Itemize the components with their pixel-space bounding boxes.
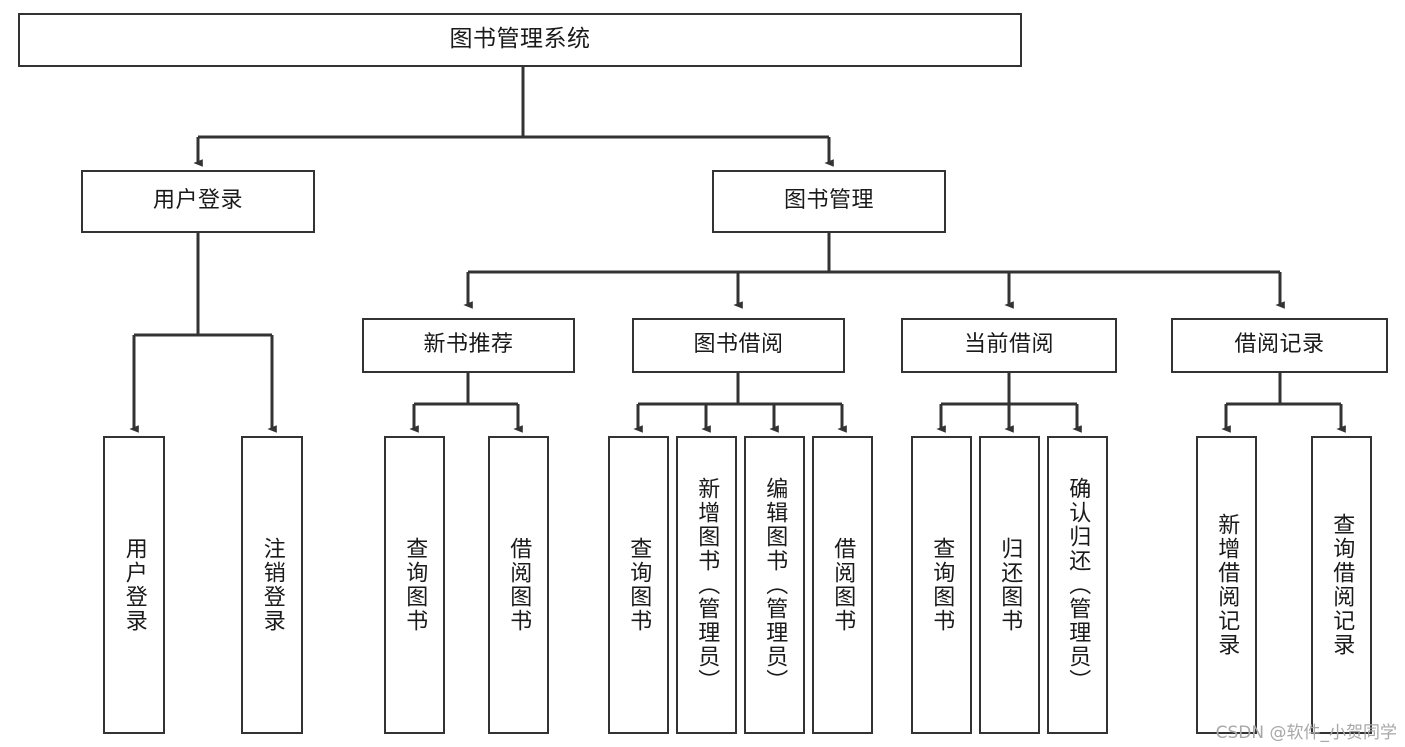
node-label: 新增借阅记录 — [1214, 513, 1240, 657]
node-new-book-recommend[interactable]: 新书推荐 — [362, 318, 575, 373]
leaf-query-book-recommend[interactable]: 查询图书 — [384, 436, 445, 734]
node-label: 编辑图书（管理员） — [762, 477, 788, 693]
node-label: 借阅图书 — [506, 537, 532, 633]
leaf-user-login[interactable]: 用户登录 — [103, 436, 165, 734]
node-root-system[interactable]: 图书管理系统 — [18, 13, 1022, 67]
node-label: 图书管理系统 — [449, 26, 591, 53]
leaf-add-book-admin[interactable]: 新增图书（管理员） — [676, 436, 737, 734]
node-user-login[interactable]: 用户登录 — [81, 170, 315, 233]
node-label: 新增图书（管理员） — [694, 477, 720, 693]
node-label: 借阅记录 — [1234, 332, 1325, 358]
node-label: 当前借阅 — [963, 332, 1054, 358]
leaf-query-book-borrow[interactable]: 查询图书 — [608, 436, 669, 734]
node-book-borrow[interactable]: 图书借阅 — [632, 318, 845, 373]
leaf-confirm-return-admin[interactable]: 确认归还（管理员） — [1047, 436, 1108, 734]
node-label: 查询图书 — [626, 537, 652, 633]
node-label: 确认归还（管理员） — [1065, 477, 1091, 693]
watermark-text: CSDN @软件_小贺同学 — [1215, 723, 1397, 743]
leaf-edit-book-admin[interactable]: 编辑图书（管理员） — [744, 436, 805, 734]
node-book-manage[interactable]: 图书管理 — [712, 170, 946, 233]
node-label: 归还图书 — [997, 537, 1023, 633]
node-borrow-record[interactable]: 借阅记录 — [1171, 318, 1388, 373]
leaf-add-borrow-record[interactable]: 新增借阅记录 — [1196, 436, 1257, 734]
node-current-borrow[interactable]: 当前借阅 — [901, 318, 1117, 373]
node-label: 查询借阅记录 — [1329, 513, 1355, 657]
leaf-borrow-book-recommend[interactable]: 借阅图书 — [488, 436, 549, 734]
node-label: 图书借阅 — [693, 332, 784, 358]
node-label: 注销登录 — [259, 537, 285, 633]
node-label: 查询图书 — [402, 537, 428, 633]
leaf-query-borrow-record[interactable]: 查询借阅记录 — [1311, 436, 1372, 734]
node-label: 图书管理 — [783, 188, 874, 214]
node-label: 新书推荐 — [423, 332, 514, 358]
leaf-logout-login[interactable]: 注销登录 — [241, 436, 303, 734]
leaf-borrow-book[interactable]: 借阅图书 — [812, 436, 873, 734]
node-label: 用户登录 — [152, 188, 243, 214]
leaf-return-book[interactable]: 归还图书 — [979, 436, 1040, 734]
leaf-query-book-current[interactable]: 查询图书 — [911, 436, 972, 734]
node-label: 用户登录 — [121, 537, 147, 633]
node-label: 借阅图书 — [830, 537, 856, 633]
node-label: 查询图书 — [929, 537, 955, 633]
